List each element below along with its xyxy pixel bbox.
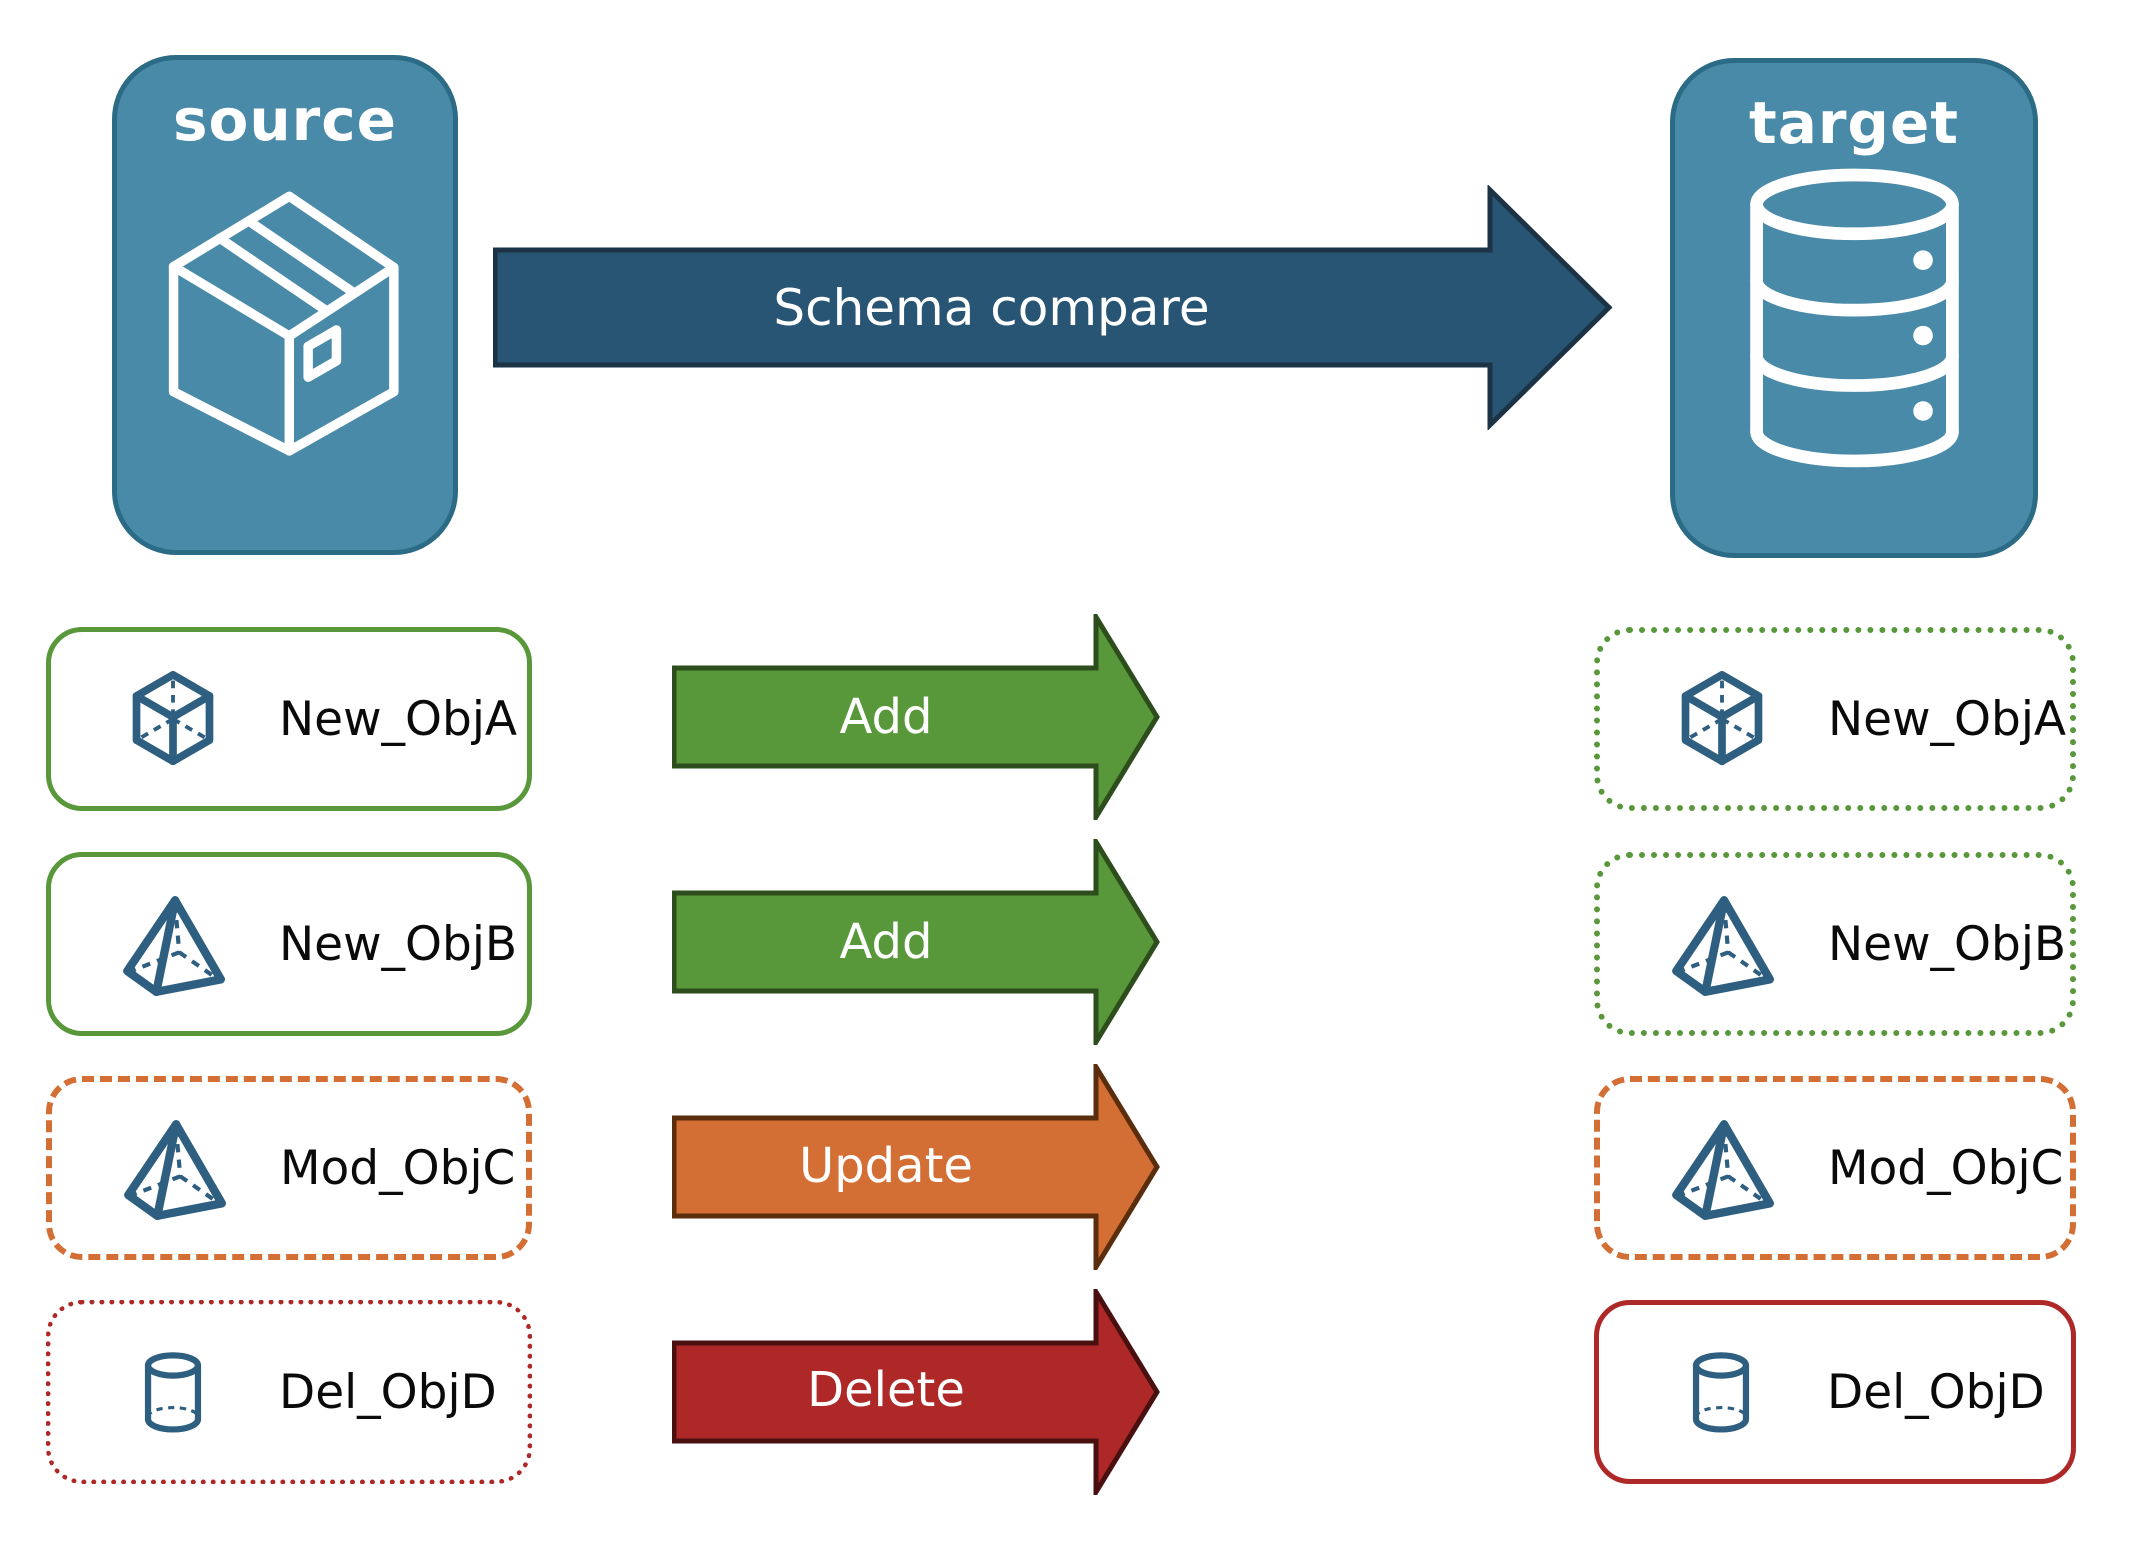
pyramid-icon — [117, 892, 229, 996]
cube-icon — [117, 671, 229, 767]
pyramid-icon — [1666, 892, 1778, 996]
add-arrow — [672, 839, 1160, 1045]
object-name-label: New_ObjB — [279, 916, 518, 972]
update-arrow-label: Update — [799, 1138, 973, 1194]
source-node-label: source — [173, 86, 397, 154]
target-object-card: New_ObjA — [1594, 627, 2076, 811]
object-name-label: Mod_ObjC — [1828, 1140, 2064, 1196]
add-arrow — [672, 614, 1160, 820]
cylinder-icon — [1665, 1349, 1777, 1435]
update-arrow — [672, 1064, 1160, 1270]
target-object-card: Mod_ObjC — [1594, 1076, 2076, 1260]
source-object-card: Del_ObjD — [46, 1300, 532, 1484]
cube-icon — [1666, 671, 1778, 767]
schema-compare-arrow — [493, 185, 1613, 430]
database-icon — [1737, 165, 1972, 469]
source-object-card: New_ObjB — [46, 852, 532, 1036]
source-node: source — [112, 55, 458, 555]
target-node: target — [1670, 58, 2038, 558]
delete-arrow-label: Delete — [807, 1362, 965, 1418]
add-arrow-label: Add — [839, 914, 933, 970]
add-arrow-label: Add — [839, 689, 933, 745]
object-name-label: Del_ObjD — [279, 1364, 497, 1420]
pyramid-icon — [1666, 1116, 1778, 1220]
object-name-label: New_ObjA — [1828, 691, 2067, 747]
delete-arrow — [672, 1289, 1160, 1495]
object-name-label: Del_ObjD — [1827, 1364, 2045, 1420]
source-object-card: Mod_ObjC — [46, 1076, 532, 1260]
source-object-card: New_ObjA — [46, 627, 532, 811]
package-icon — [139, 162, 431, 462]
schema-compare-label: Schema compare — [773, 278, 1210, 337]
object-name-label: New_ObjB — [1828, 916, 2067, 972]
target-object-card: Del_ObjD — [1594, 1300, 2076, 1484]
cylinder-icon — [117, 1349, 229, 1435]
object-name-label: New_ObjA — [279, 691, 518, 747]
target-node-label: target — [1748, 89, 1960, 157]
target-object-card: New_ObjB — [1594, 852, 2076, 1036]
object-name-label: Mod_ObjC — [280, 1140, 516, 1196]
pyramid-icon — [118, 1116, 230, 1220]
